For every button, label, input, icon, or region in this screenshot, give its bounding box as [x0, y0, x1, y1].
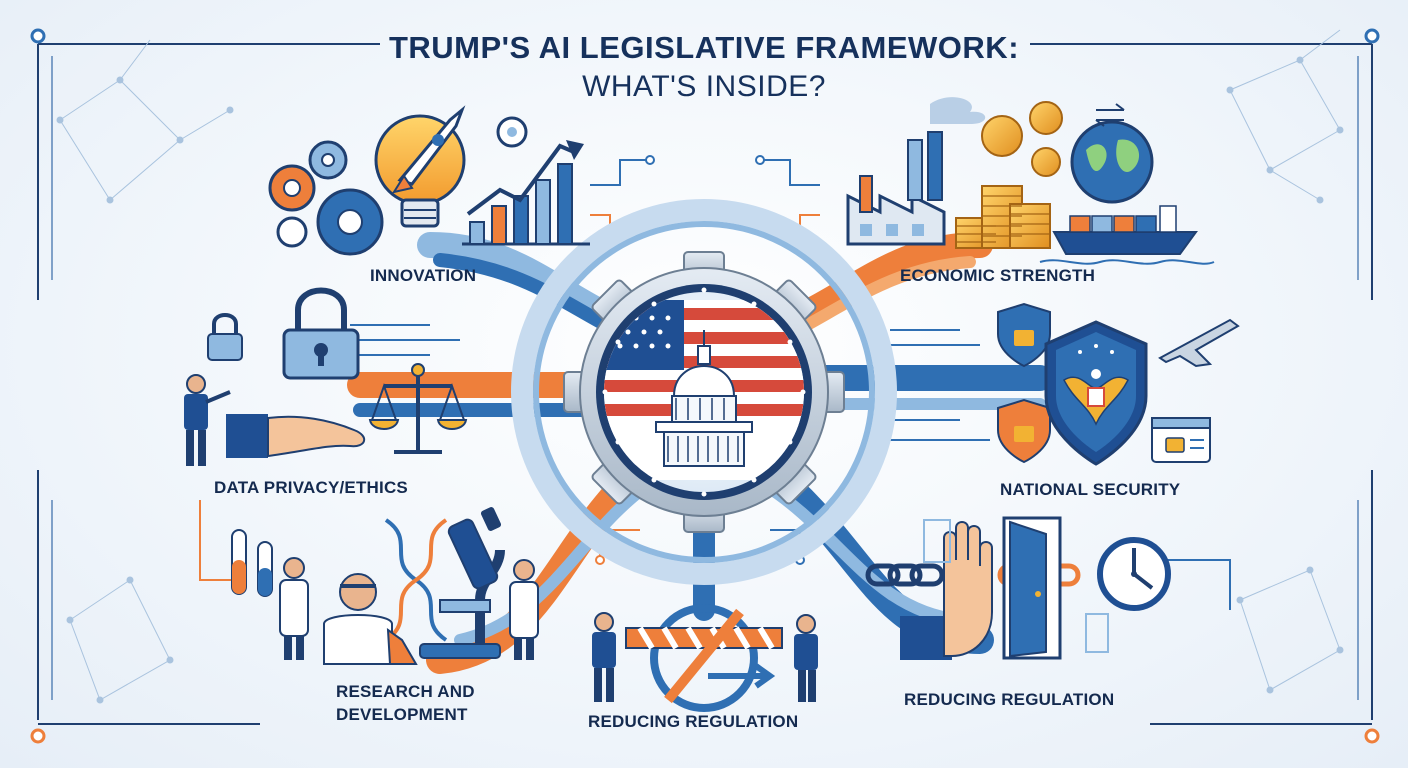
- label-national-security: NATIONAL SECURITY: [1000, 480, 1181, 499]
- people-icon: [592, 612, 818, 702]
- shield-lock-icon: [997, 302, 1051, 464]
- cargo-ship-icon: [1039, 205, 1215, 265]
- national-security-illustration: [997, 302, 1240, 466]
- test-tubes-icon: [231, 529, 273, 597]
- eagle-shield-icon: [1044, 320, 1148, 466]
- dna-icon: [384, 518, 448, 642]
- center-hub: [511, 199, 897, 585]
- page-title: TRUMP'S AI LEGISLATIVE FRAMEWORK:: [388, 30, 1020, 65]
- fighter-jet-icon: [1158, 318, 1240, 368]
- hand-icon: [226, 414, 365, 458]
- barrier-icon: [625, 604, 783, 712]
- network-decoration: [56, 29, 1344, 704]
- globe-icon: [1070, 103, 1154, 204]
- capitol-dome-icon: [655, 330, 753, 467]
- label-innovation: INNOVATION: [370, 266, 477, 285]
- gears-icon: [268, 116, 528, 256]
- lightbulb-rocket-icon: [374, 105, 466, 228]
- coins-icon: [955, 101, 1063, 249]
- label-reducing-regulation-center: REDUCING REGULATION: [588, 712, 799, 731]
- data-privacy-illustration: [184, 287, 468, 466]
- reducing-regulation-center-illustration: [592, 604, 818, 712]
- scales-icon: [368, 363, 468, 454]
- microscope-icon: [419, 507, 505, 659]
- page-subtitle: WHAT'S INSIDE?: [582, 70, 826, 103]
- person-icon: [184, 374, 231, 466]
- growth-chart-icon: [462, 140, 590, 246]
- innovation-illustration: [268, 105, 590, 256]
- scientists-icon: [279, 557, 539, 665]
- stop-hand-icon: [900, 521, 993, 660]
- research-illustration: [231, 507, 539, 665]
- economic-illustration: [846, 97, 1215, 265]
- decorative-frame: [30, 28, 1380, 744]
- padlock-icon: [207, 287, 360, 380]
- label-economic-strength: ECONOMIC STRENGTH: [900, 266, 1096, 285]
- label-reducing-regulation-right: REDUCING REGULATION: [904, 690, 1115, 709]
- seal-stars: [602, 287, 806, 497]
- reducing-regulation-right-illustration: [865, 516, 1171, 660]
- clock-icon: [1097, 537, 1171, 611]
- browser-lock-icon: [1151, 417, 1211, 463]
- label-data-privacy-ethics: DATA PRIVACY/ETHICS: [214, 478, 408, 497]
- factory-icon: [846, 97, 986, 246]
- open-door-icon: [923, 516, 1109, 660]
- label-research-and-development: RESEARCH AND DEVELOPMENT: [336, 682, 475, 724]
